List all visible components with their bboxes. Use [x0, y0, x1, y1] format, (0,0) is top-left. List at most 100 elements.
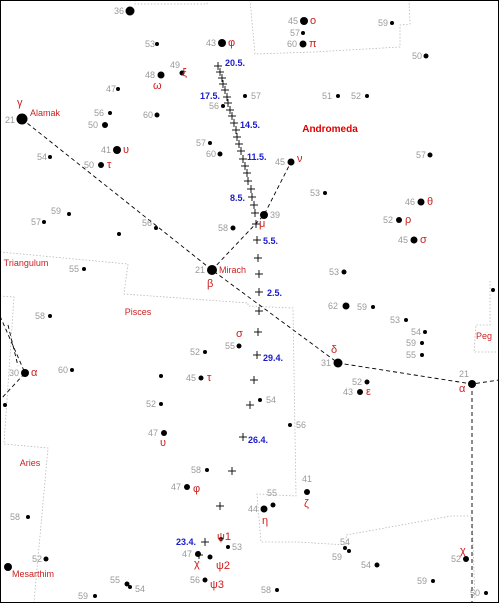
flamsteed-number: 36 [114, 6, 124, 16]
star-dot [404, 318, 408, 322]
flamsteed-number: 45 [398, 235, 408, 245]
path-cross [232, 126, 240, 134]
star: 48ω [145, 70, 165, 92]
path-cross [224, 99, 232, 107]
star: 31δ [321, 344, 343, 368]
star-name: Mirach [219, 265, 246, 275]
star-dot [258, 398, 262, 402]
flamsteed-number: 55 [110, 575, 120, 585]
star-dot [417, 198, 425, 206]
star: 41ζ [302, 474, 312, 510]
path-cross [255, 288, 263, 296]
path-cross [251, 209, 259, 217]
star: 55σ [225, 328, 243, 351]
star-dot [42, 220, 46, 224]
flamsteed-number: 21 [459, 369, 469, 379]
bayer-letter: υ [160, 437, 166, 449]
star-dot [243, 94, 247, 98]
flamsteed-number: 45 [275, 157, 285, 167]
bayer-letter: φ [193, 483, 200, 495]
flamsteed-number: 41 [302, 474, 312, 484]
flamsteed-number: 21 [195, 265, 205, 275]
star: 52χ [451, 545, 469, 564]
date-label: 2.5. [267, 288, 282, 298]
star: 52 [190, 347, 207, 357]
star-dot [154, 112, 160, 118]
path-cross [226, 106, 234, 114]
star-dot [43, 556, 49, 562]
star-dot [301, 31, 305, 35]
star: 52 [351, 91, 369, 101]
constellation-name-aries: Aries [20, 458, 41, 468]
bayer-letter: τ [207, 372, 212, 384]
flamsteed-number: 47 [182, 549, 192, 559]
star: 36 [114, 6, 135, 16]
flamsteed-number: 55 [225, 341, 235, 351]
bayer-letter: σ [420, 234, 427, 246]
star: 58 [261, 585, 279, 595]
flamsteed-number: 39 [270, 210, 280, 220]
path-cross [228, 467, 236, 475]
star-dot [98, 162, 104, 168]
flamsteed-number: 45 [288, 16, 298, 26]
path-cross [250, 201, 258, 209]
star: 56 [142, 218, 158, 230]
star-dot [226, 545, 230, 549]
bayer-letter: χ [460, 545, 466, 557]
path-cross [252, 220, 260, 228]
star: 55 [267, 488, 277, 508]
flamsteed-number: 60 [206, 149, 216, 159]
flamsteed-number: 47 [148, 428, 158, 438]
star-name: Alamak [30, 108, 61, 118]
star-dot [270, 502, 276, 508]
star-dot [260, 505, 268, 513]
star: 59 [332, 549, 351, 562]
bayer-letter: ε [366, 386, 371, 398]
star [3, 403, 7, 407]
path-cross [254, 328, 262, 336]
path-cross [230, 119, 238, 127]
star: 58 [10, 512, 30, 522]
star [117, 232, 121, 236]
star: 52 [352, 377, 370, 387]
star-dot [195, 551, 201, 557]
star-dot [93, 594, 97, 598]
bayer-letter: ψ1 [217, 531, 231, 543]
flamsteed-number: 57 [31, 217, 41, 227]
star-dot [236, 343, 242, 349]
flamsteed-number: 60 [58, 365, 68, 375]
flamsteed-number: 58 [191, 465, 201, 475]
star: 55 [69, 264, 86, 274]
flamsteed-number: 59 [417, 576, 427, 586]
star [159, 374, 163, 378]
path-cross [255, 270, 263, 278]
path-cross [248, 193, 256, 201]
star-dot [207, 554, 213, 560]
path-cross [253, 236, 261, 244]
flamsteed-number: 59 [332, 552, 342, 562]
path-cross [254, 254, 262, 262]
flamsteed-number: 52 [352, 377, 362, 387]
star: 52 [32, 554, 49, 564]
bayer-letter: ρ [405, 214, 411, 226]
flamsteed-number: 30 [9, 368, 19, 378]
flamsteed-number: 54 [135, 584, 145, 594]
star-dot [203, 350, 207, 354]
bayer-letter: σ [236, 328, 243, 340]
flamsteed-number: 59 [406, 338, 416, 348]
path-cross [216, 502, 224, 510]
flamsteed-number: 52 [351, 91, 361, 101]
bayer-letter: α [459, 383, 466, 395]
star: 57 [416, 150, 433, 160]
flamsteed-number: 31 [321, 358, 331, 368]
flamsteed-number: 56 [142, 218, 152, 228]
path-cross [221, 86, 229, 94]
flamsteed-number: 54 [361, 560, 371, 570]
star-dot [102, 122, 108, 128]
